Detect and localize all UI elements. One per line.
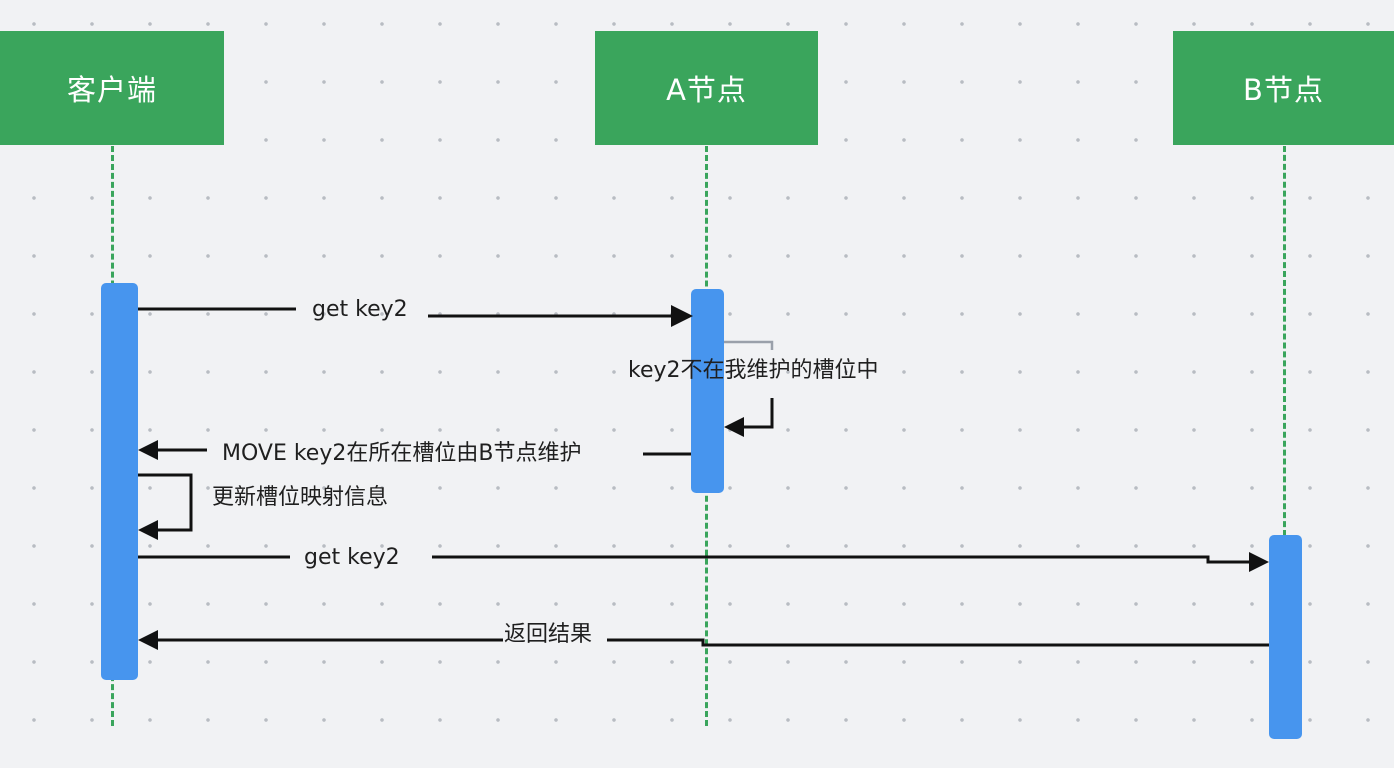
arrow-self-check-a: [732, 398, 774, 429]
participant-node-b: B节点: [1173, 31, 1394, 145]
arrow-self-update-client: [138, 473, 193, 532]
participant-node-a-label: A节点: [666, 73, 747, 107]
arrow-return-result: [607, 638, 1269, 647]
message-label-update-slot-map: 更新槽位映射信息: [212, 485, 389, 510]
message-label-return-result: 返回结果: [504, 622, 593, 647]
message-label-get-key2-a: get key2: [312, 297, 408, 322]
activation-node-b: [1269, 535, 1302, 739]
message-label-move: MOVE key2在所在槽位由B节点维护: [222, 441, 582, 466]
activation-node-a: [691, 289, 724, 493]
participant-node-b-label: B节点: [1243, 73, 1324, 107]
message-label-not-my-slot: key2不在我维护的槽位中: [628, 358, 879, 383]
message-label-get-key2-b: get key2: [304, 545, 400, 570]
activation-client: [101, 283, 138, 680]
participant-client-label: 客户端: [66, 73, 157, 107]
participant-node-a: A节点: [595, 31, 818, 145]
self-check-bracket-gray: [724, 340, 774, 350]
lifeline-node-b: [1283, 146, 1286, 536]
participant-client: 客户端: [0, 31, 224, 145]
